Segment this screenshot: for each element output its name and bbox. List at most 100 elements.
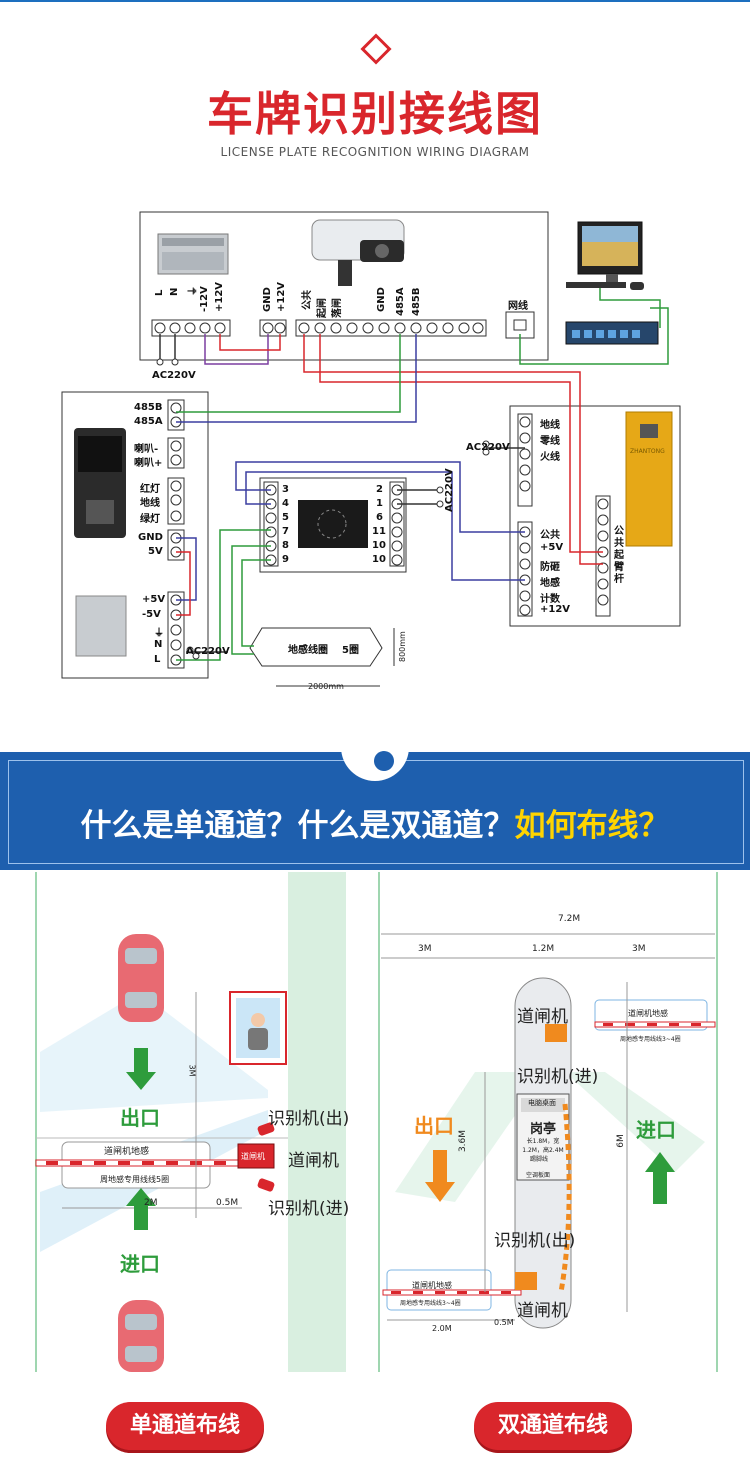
loop-height: 800mm bbox=[398, 631, 407, 662]
term-485a: 485A bbox=[395, 287, 406, 316]
top-rule bbox=[0, 0, 750, 2]
single-loop-title: 道闸机地感 bbox=[104, 1147, 150, 1157]
double-dim-36: 3.6M bbox=[458, 1129, 469, 1153]
network-switch-image bbox=[565, 321, 659, 345]
term-network: 网线 bbox=[508, 301, 528, 312]
heading-question: 什么是单通道？什么是双通道？ bbox=[80, 808, 515, 844]
bar-5v: +5V bbox=[540, 542, 564, 553]
double-lane-button[interactable]: 双通道布线 bbox=[474, 1402, 632, 1450]
double-dim-6m: 6M bbox=[615, 1134, 626, 1148]
double-booth-note: 长1.8M，宽1.2M，高2.4M bbox=[522, 1138, 564, 1154]
single-gate-box: 道闸机 bbox=[241, 1152, 265, 1161]
relay-7: 7 bbox=[282, 526, 289, 537]
relay-8: 8 bbox=[282, 540, 289, 551]
psu-minus5v: -5V bbox=[142, 609, 161, 620]
double-dim-right: 3M bbox=[632, 944, 646, 954]
loop-turns: 5圈 bbox=[342, 645, 359, 656]
page-title: 车牌识别接线图 bbox=[207, 87, 543, 141]
relay-ac: AC220V bbox=[444, 468, 455, 512]
power-supply-image bbox=[157, 233, 229, 275]
term-gnd2: GND bbox=[376, 287, 387, 312]
bar-count: 计数 bbox=[540, 594, 560, 605]
psu-ground: ⏚ bbox=[154, 628, 164, 639]
bar-neutral: 零线 bbox=[540, 436, 560, 447]
bar-loop: 地感 bbox=[540, 578, 560, 589]
relay-9: 9 bbox=[282, 554, 289, 565]
psu-n: N bbox=[154, 639, 163, 650]
double-loop-title-bottom: 道闸机地感 bbox=[412, 1281, 452, 1290]
psu-ac: AC220V bbox=[186, 646, 230, 657]
relay-2: 2 bbox=[376, 484, 383, 495]
section-heading: 什么是单通道？什么是双通道？如何布线？ bbox=[0, 800, 750, 845]
diamond-icon bbox=[360, 33, 392, 65]
term-ground: ⏚ bbox=[188, 286, 199, 296]
double-dim-total: 7.2M bbox=[558, 914, 581, 924]
wiring-diagram bbox=[61, 211, 681, 687]
disp-485b: 485B bbox=[134, 402, 163, 413]
double-loop-note-bottom: 周地感专用线线3~4圈 bbox=[400, 1300, 461, 1307]
double-dim-05m: 0.5M bbox=[494, 1318, 514, 1327]
single-cam-in: 识别机(进) bbox=[268, 1199, 350, 1219]
relay-4: 4 bbox=[282, 498, 289, 509]
double-loop-title-top: 道闸机地感 bbox=[628, 1009, 668, 1018]
car-bottom-image bbox=[118, 1300, 164, 1372]
double-cam-out: 识别机(出) bbox=[494, 1231, 576, 1251]
double-entry-label: 进口 bbox=[636, 1118, 676, 1142]
single-lane-diagram bbox=[35, 872, 346, 1372]
term-L: L bbox=[154, 289, 165, 296]
double-exit-label: 出口 bbox=[414, 1114, 454, 1138]
loop-coil bbox=[249, 627, 383, 667]
single-lane-button[interactable]: 单通道布线 bbox=[106, 1402, 264, 1450]
loop-label: 地感线圈 bbox=[288, 645, 328, 656]
bar-antismash: 防砸 bbox=[540, 562, 560, 573]
double-booth: 岗亭 bbox=[530, 1122, 557, 1137]
relay-5: 5 bbox=[282, 512, 289, 523]
single-exit-label: 出口 bbox=[120, 1106, 160, 1130]
double-lane-diagram bbox=[378, 872, 718, 1372]
relay-10: 10 bbox=[372, 540, 386, 551]
term-plus12v-cam: +12V bbox=[276, 281, 287, 312]
computer-image bbox=[566, 221, 644, 290]
disp-green: 绿灯 bbox=[140, 514, 160, 525]
disp-gnd: GND bbox=[138, 532, 163, 543]
term-common: 公共 bbox=[302, 290, 313, 310]
single-dim-2m: 2M bbox=[144, 1198, 158, 1208]
page-subtitle: LICENSE PLATE RECOGNITION WIRING DIAGRAM bbox=[220, 145, 530, 159]
double-dim-left: 3M bbox=[418, 944, 432, 954]
single-gate: 道闸机 bbox=[288, 1151, 339, 1171]
double-booth-door: 空调板面 bbox=[526, 1172, 551, 1179]
heading-highlight: 如何布线？ bbox=[514, 808, 670, 844]
band-dot-icon bbox=[374, 751, 394, 771]
disp-ground: 地线 bbox=[140, 498, 160, 509]
relay-10b: 10 bbox=[372, 554, 386, 565]
double-gate-top: 道闸机 bbox=[517, 1007, 568, 1027]
car-top-image bbox=[118, 934, 164, 1022]
disp-red: 红灯 bbox=[140, 484, 160, 495]
relay-6: 6 bbox=[376, 512, 383, 523]
double-booth-floor: 踢脚线 bbox=[530, 1156, 549, 1163]
term-485b: 485B bbox=[411, 287, 422, 317]
bar-ac: AC220V bbox=[466, 442, 510, 453]
single-entry-label: 进口 bbox=[120, 1252, 160, 1276]
double-booth-desk: 电脑桌面 bbox=[528, 1099, 556, 1107]
disp-spk-plus: 喇叭+ bbox=[134, 458, 163, 469]
term-plus12v: +12V bbox=[214, 281, 225, 312]
bar-arm-label: 公共起臂杆 bbox=[614, 526, 624, 585]
bar-12v: +12V bbox=[540, 604, 571, 615]
loop-width: 2000mm bbox=[308, 682, 344, 691]
single-cam-out: 识别机(出) bbox=[268, 1109, 350, 1129]
bar-brand: ZHANTONG bbox=[630, 448, 665, 455]
term-lower: 落闸 bbox=[332, 298, 343, 318]
psu2-image bbox=[75, 595, 127, 657]
camera-image bbox=[311, 219, 405, 286]
single-dim-05m: 0.5M bbox=[216, 1198, 239, 1208]
relay-1: 1 bbox=[376, 498, 383, 509]
bar-ground: 地线 bbox=[540, 420, 560, 431]
double-cam-in: 识别机(进) bbox=[517, 1067, 599, 1087]
single-dim-3m: 3M bbox=[187, 1064, 197, 1077]
bar-common: 公共 bbox=[540, 530, 560, 541]
double-dim-2m: 2.0M bbox=[432, 1324, 452, 1333]
term-gnd: GND bbox=[262, 287, 273, 312]
disp-485a: 485A bbox=[134, 416, 163, 427]
bar-live: 火线 bbox=[540, 452, 560, 463]
